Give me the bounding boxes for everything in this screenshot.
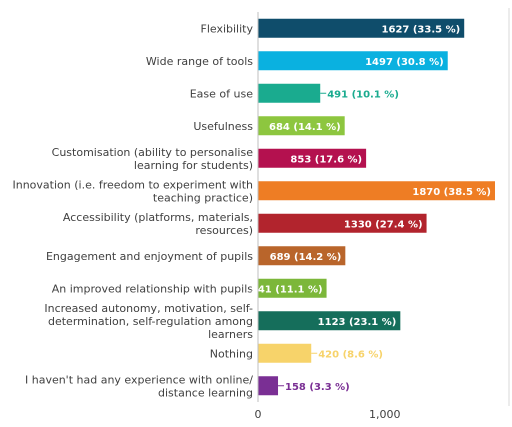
bar [258, 148, 367, 168]
bar-row: Wide range of tools 1497 (30.8 %) [146, 51, 448, 71]
bar-row: Innovation (i.e. freedom to experiment w… [12, 178, 495, 204]
category-label-line: I haven't had any experience with online… [25, 373, 253, 386]
category-label-line: Usefulness [193, 120, 253, 133]
category-label-line: Engagement and enjoyment of pupils [46, 250, 253, 263]
category-label: An improved relationship with pupils [52, 282, 254, 295]
category-label: I haven't had any experience with online… [25, 373, 253, 399]
bar-row: Increased autonomy, motivation, self-det… [44, 302, 401, 341]
bar-row: Usefulness 684 (14.1 %) [193, 116, 345, 136]
bar [258, 311, 401, 331]
category-label: Nothing [210, 347, 253, 360]
bar [258, 18, 465, 38]
category-label: Wide range of tools [146, 55, 253, 68]
data-label: 158 (3.3 %) [285, 382, 350, 393]
bar [258, 51, 448, 71]
x-tick-label: 0 [255, 408, 262, 421]
category-label: Flexibility [201, 22, 254, 35]
bar [258, 246, 346, 266]
category-label: Usefulness [193, 120, 253, 133]
bar-row: I haven't had any experience with online… [25, 373, 350, 399]
category-label-line: Innovation (i.e. freedom to experiment w… [12, 178, 253, 191]
bar [258, 376, 279, 396]
category-label-line: Accessibility (platforms, materials, [63, 211, 253, 224]
category-label-line: distance learning [158, 386, 253, 399]
data-label: 1627 (33.5 %) [382, 24, 461, 35]
category-label-line: An improved relationship with pupils [52, 282, 254, 295]
bar-row: Flexibility 1627 (33.5 %) [201, 18, 465, 38]
data-label: 689 (14.2 %) [270, 252, 342, 263]
category-label-line: Flexibility [201, 22, 254, 35]
bar [258, 343, 312, 363]
data-label: 1497 (30.8 %) [365, 57, 444, 68]
chart-rows: Flexibility 1627 (33.5 %) Wide range of to… [12, 18, 495, 399]
category-label-line: Nothing [210, 347, 253, 360]
category-label: Innovation (i.e. freedom to experiment w… [12, 178, 253, 204]
category-label-line: learning for students) [134, 159, 253, 172]
category-label-line: Wide range of tools [146, 55, 253, 68]
category-label: Increased autonomy, motivation, self-det… [44, 302, 253, 341]
category-label-line: Increased autonomy, motivation, self- [44, 302, 253, 315]
data-label: 420 (8.6 %) [318, 349, 383, 360]
data-label: 1870 (38.5 %) [412, 187, 491, 198]
bar [258, 83, 321, 103]
bar [258, 116, 345, 136]
data-label: 1123 (23.1 %) [318, 317, 397, 328]
bar [258, 181, 495, 201]
bar-row: An improved relationship with pupils541 … [52, 278, 327, 298]
category-label: Engagement and enjoyment of pupils [46, 250, 253, 263]
category-label-line: Customisation (ability to personalise [52, 146, 254, 159]
x-axis-ticks: 0 1,000 [255, 408, 401, 421]
bar-row: Ease of use 491 (10.1 %) [190, 83, 399, 103]
data-label: 541 (11.1 %) [251, 284, 323, 295]
data-label: 491 (10.1 %) [327, 89, 399, 100]
data-label: 853 (17.6 %) [290, 154, 362, 165]
bar-row: Nothing 420 (8.6 %) [210, 343, 383, 363]
data-label: 1330 (27.4 %) [344, 219, 423, 230]
category-label-line: teaching practice) [153, 191, 253, 204]
category-label-line: resources) [195, 224, 253, 237]
category-label: Ease of use [190, 87, 253, 100]
category-label: Accessibility (platforms, materials,reso… [63, 211, 253, 237]
bar-row: Engagement and enjoyment of pupils 689 (1… [46, 246, 346, 266]
category-label-line: Ease of use [190, 87, 253, 100]
data-label: 684 (14.1 %) [269, 122, 341, 133]
bar [258, 278, 327, 298]
bar-row: Accessibility (platforms, materials,reso… [63, 211, 427, 237]
category-label-line: learners [208, 328, 253, 341]
category-label-line: determination, self-regulation among [48, 315, 253, 328]
bar [258, 213, 427, 233]
x-tick-label: 1,000 [369, 408, 401, 421]
